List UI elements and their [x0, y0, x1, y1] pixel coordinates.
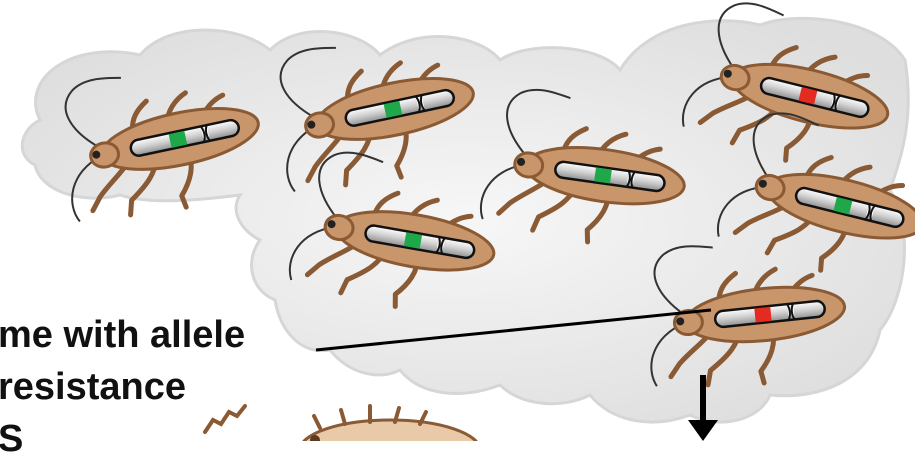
dead-beetle-icon [300, 406, 480, 441]
susceptible-allele [404, 232, 422, 249]
label-line-3: S [0, 420, 23, 458]
partial-beetle-legs [205, 406, 245, 432]
susceptible-allele [594, 167, 612, 183]
label-line-2: resistance [0, 368, 186, 406]
resistance-allele [754, 307, 771, 323]
label-line-1: me with allele [0, 316, 245, 354]
